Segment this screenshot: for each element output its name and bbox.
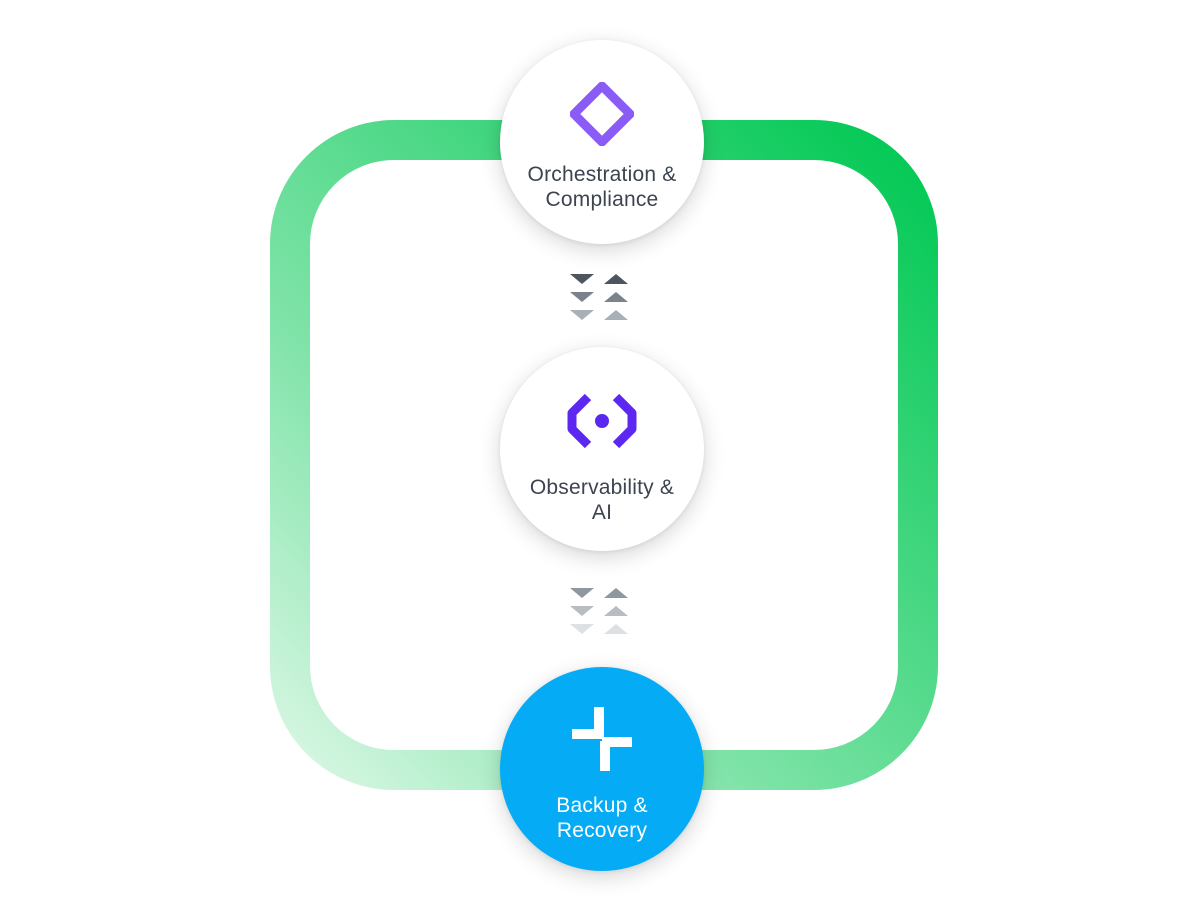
rounded-diamond-icon (570, 82, 634, 146)
label-line: Backup & (556, 794, 648, 817)
node-label: Observability & AI (530, 475, 674, 525)
label-line: Compliance (545, 188, 659, 211)
node-label: Backup & Recovery (556, 793, 648, 843)
offset-plus-icon (572, 707, 632, 771)
up-arrows (604, 588, 628, 634)
backup-recovery-node: Backup & Recovery (500, 667, 704, 871)
label-line: Recovery (556, 819, 648, 842)
observability-ai-node: Observability & AI (500, 347, 704, 551)
node-label: Orchestration & Compliance (528, 162, 677, 212)
label-line: Observability & (529, 476, 675, 499)
bidirectional-chevron-arrows-icon (570, 274, 628, 320)
up-arrows (604, 274, 628, 320)
down-arrows (570, 274, 594, 320)
down-arrows (570, 588, 594, 634)
label-line: Orchestration & (527, 163, 677, 186)
bracket-dot-icon (567, 393, 637, 449)
orchestration-compliance-node: Orchestration & Compliance (500, 40, 704, 244)
label-line: AI (591, 501, 613, 524)
bidirectional-chevron-arrows-icon (570, 588, 628, 634)
